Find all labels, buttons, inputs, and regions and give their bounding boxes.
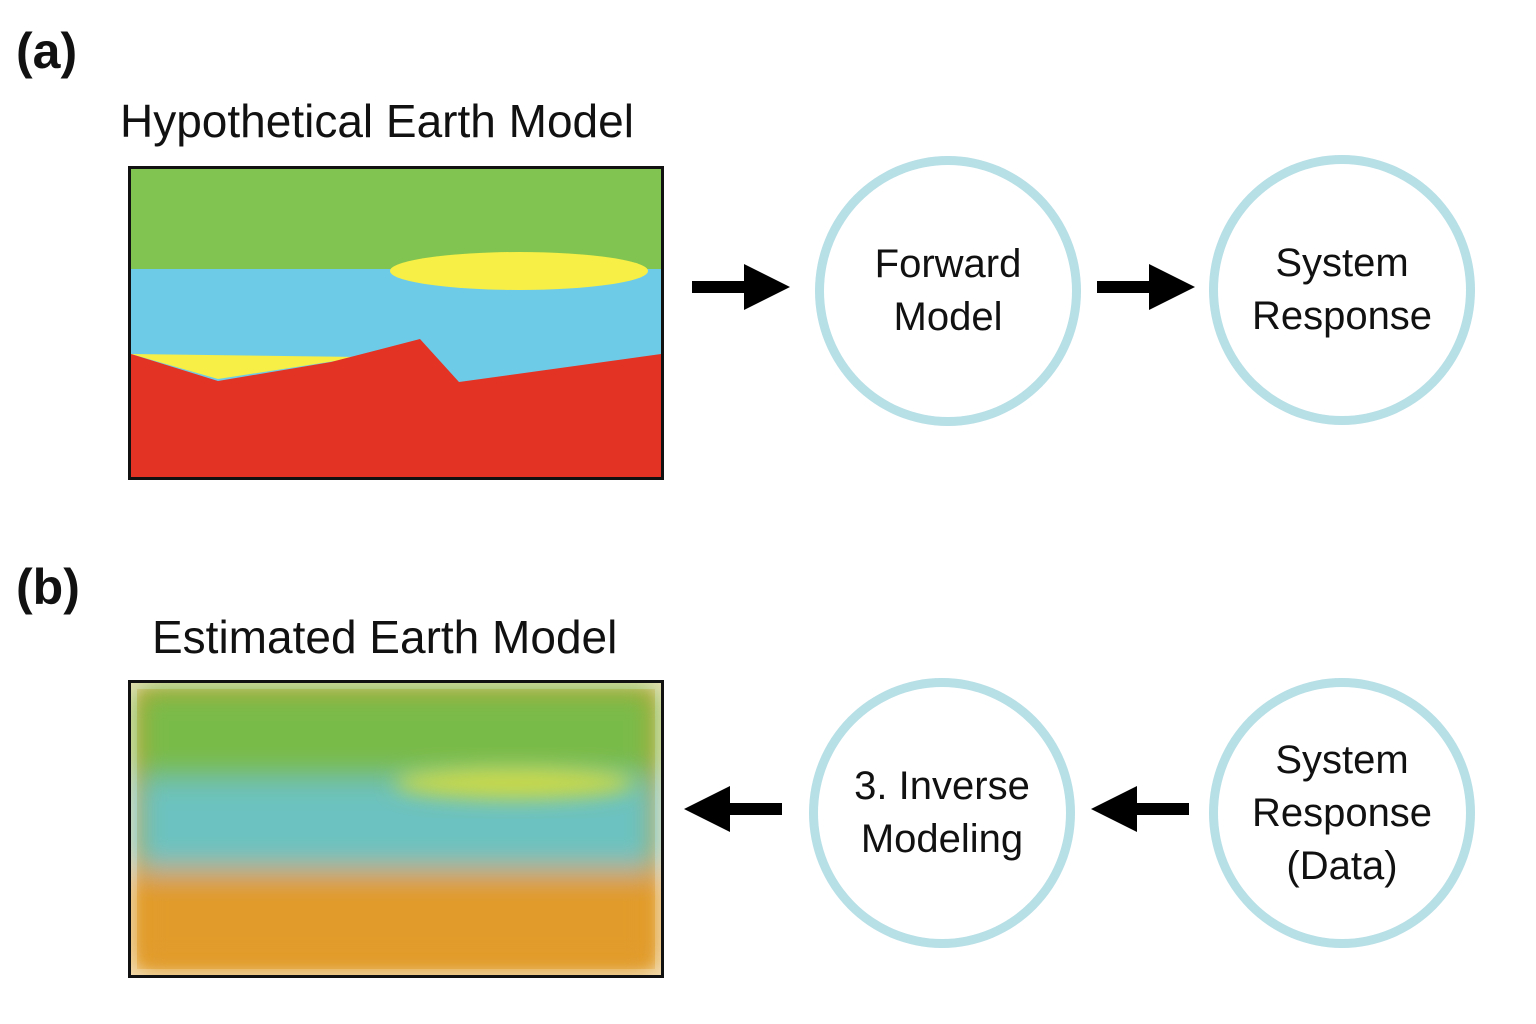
yellow-lens <box>390 252 648 290</box>
left-arrow-icon <box>1091 786 1189 832</box>
estimated-earth-model-title: Estimated Earth Model <box>152 611 618 663</box>
blurred-earth-illustration <box>131 683 661 975</box>
system-response-label: System Response <box>1251 241 1433 338</box>
panel-b-label: (b) <box>16 559 80 615</box>
hypothetical-earth-model-image <box>128 166 664 480</box>
yellow-wedge <box>131 354 361 379</box>
inverse-modeling-node: 3. Inverse Modeling <box>809 678 1075 948</box>
layered-earth-illustration <box>131 169 661 477</box>
yellow-blur-lens <box>394 767 634 799</box>
estimated-earth-model-image <box>128 680 664 978</box>
system-response-data-label: System Response (Data) <box>1251 737 1433 888</box>
system-response-data-node: System Response (Data) <box>1209 678 1475 948</box>
right-arrow-icon <box>692 264 790 310</box>
panel-a-label: (a) <box>16 23 78 79</box>
red-basement <box>131 339 661 477</box>
hypothetical-earth-model-title: Hypothetical Earth Model <box>120 95 634 147</box>
left-arrow-icon <box>684 786 782 832</box>
inverse-modeling-label: 3. Inverse Modeling <box>854 764 1030 861</box>
orange-layer <box>135 869 657 971</box>
system-response-node: System Response <box>1209 155 1475 425</box>
forward-model-label: Forward Model <box>874 242 1022 339</box>
right-arrow-icon <box>1097 264 1195 310</box>
forward-model-node: Forward Model <box>815 156 1081 426</box>
